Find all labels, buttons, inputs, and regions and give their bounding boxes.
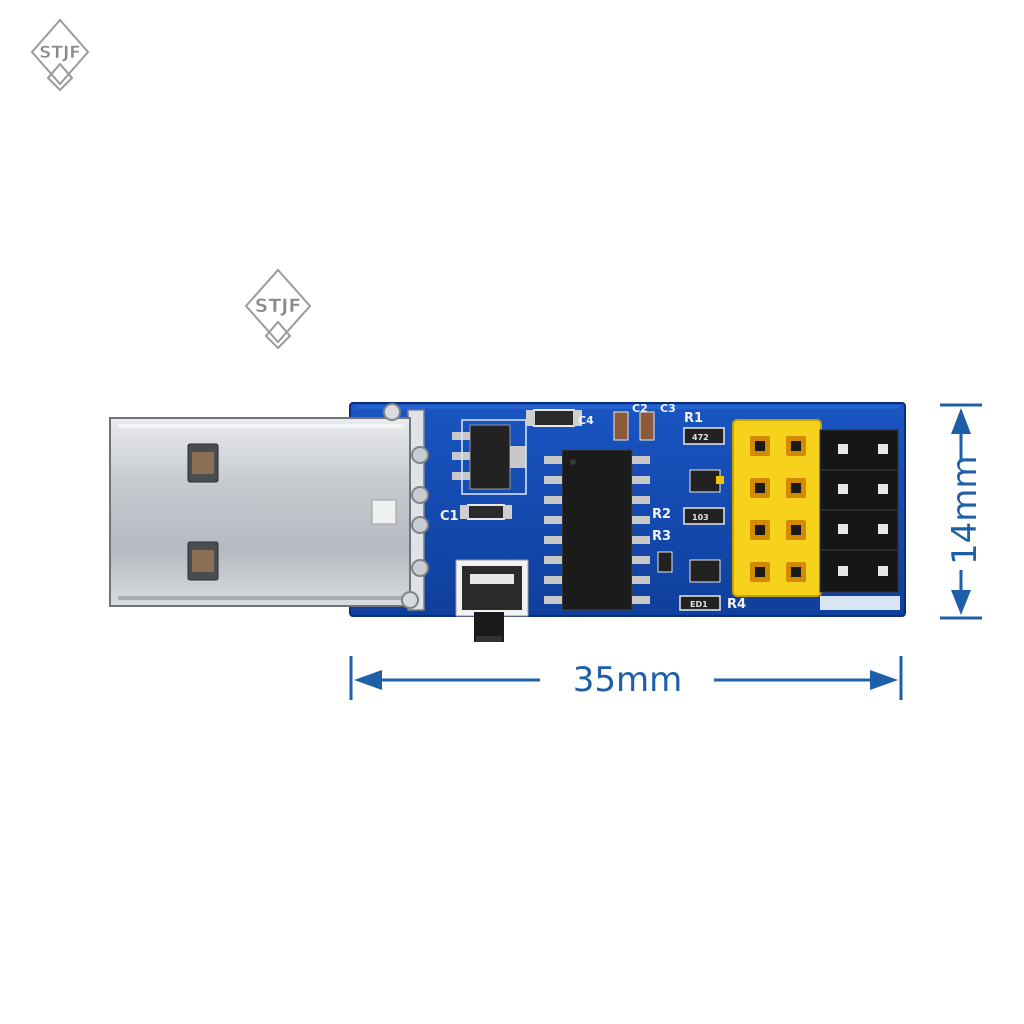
width-dimension-label: 35mm	[572, 660, 683, 700]
usb-serial-chip	[544, 449, 650, 611]
label-c4: C4	[578, 414, 594, 427]
yellow-female-header	[732, 419, 822, 597]
watermark-text-center: STJF	[255, 295, 302, 317]
height-dimension-label: 14mm	[945, 455, 985, 565]
push-button-switch	[455, 559, 529, 642]
watermark-logo-center: STJF	[244, 268, 312, 350]
watermark-text-top: STJF	[39, 43, 81, 63]
label-r2-code: 103	[692, 513, 709, 522]
label-c2: C2	[632, 402, 648, 415]
label-c3: C3	[660, 402, 676, 415]
usb-solder-pads	[383, 403, 429, 609]
label-c1: C1	[440, 509, 459, 524]
height-dimension	[940, 403, 982, 620]
label-r1: R1	[684, 411, 703, 426]
label-led-code: ED1	[690, 600, 708, 609]
usb-a-connector	[109, 409, 425, 611]
watermark-logo-top: STJF	[30, 18, 90, 92]
label-r4: R4	[727, 597, 746, 612]
label-r2: R2	[652, 507, 671, 522]
black-male-header	[819, 429, 899, 593]
smd-passives	[460, 409, 725, 611]
voltage-regulator-ic	[452, 419, 527, 495]
label-r3: R3	[652, 529, 671, 544]
label-r1-code: 472	[692, 433, 709, 442]
width-dimension	[349, 656, 903, 700]
